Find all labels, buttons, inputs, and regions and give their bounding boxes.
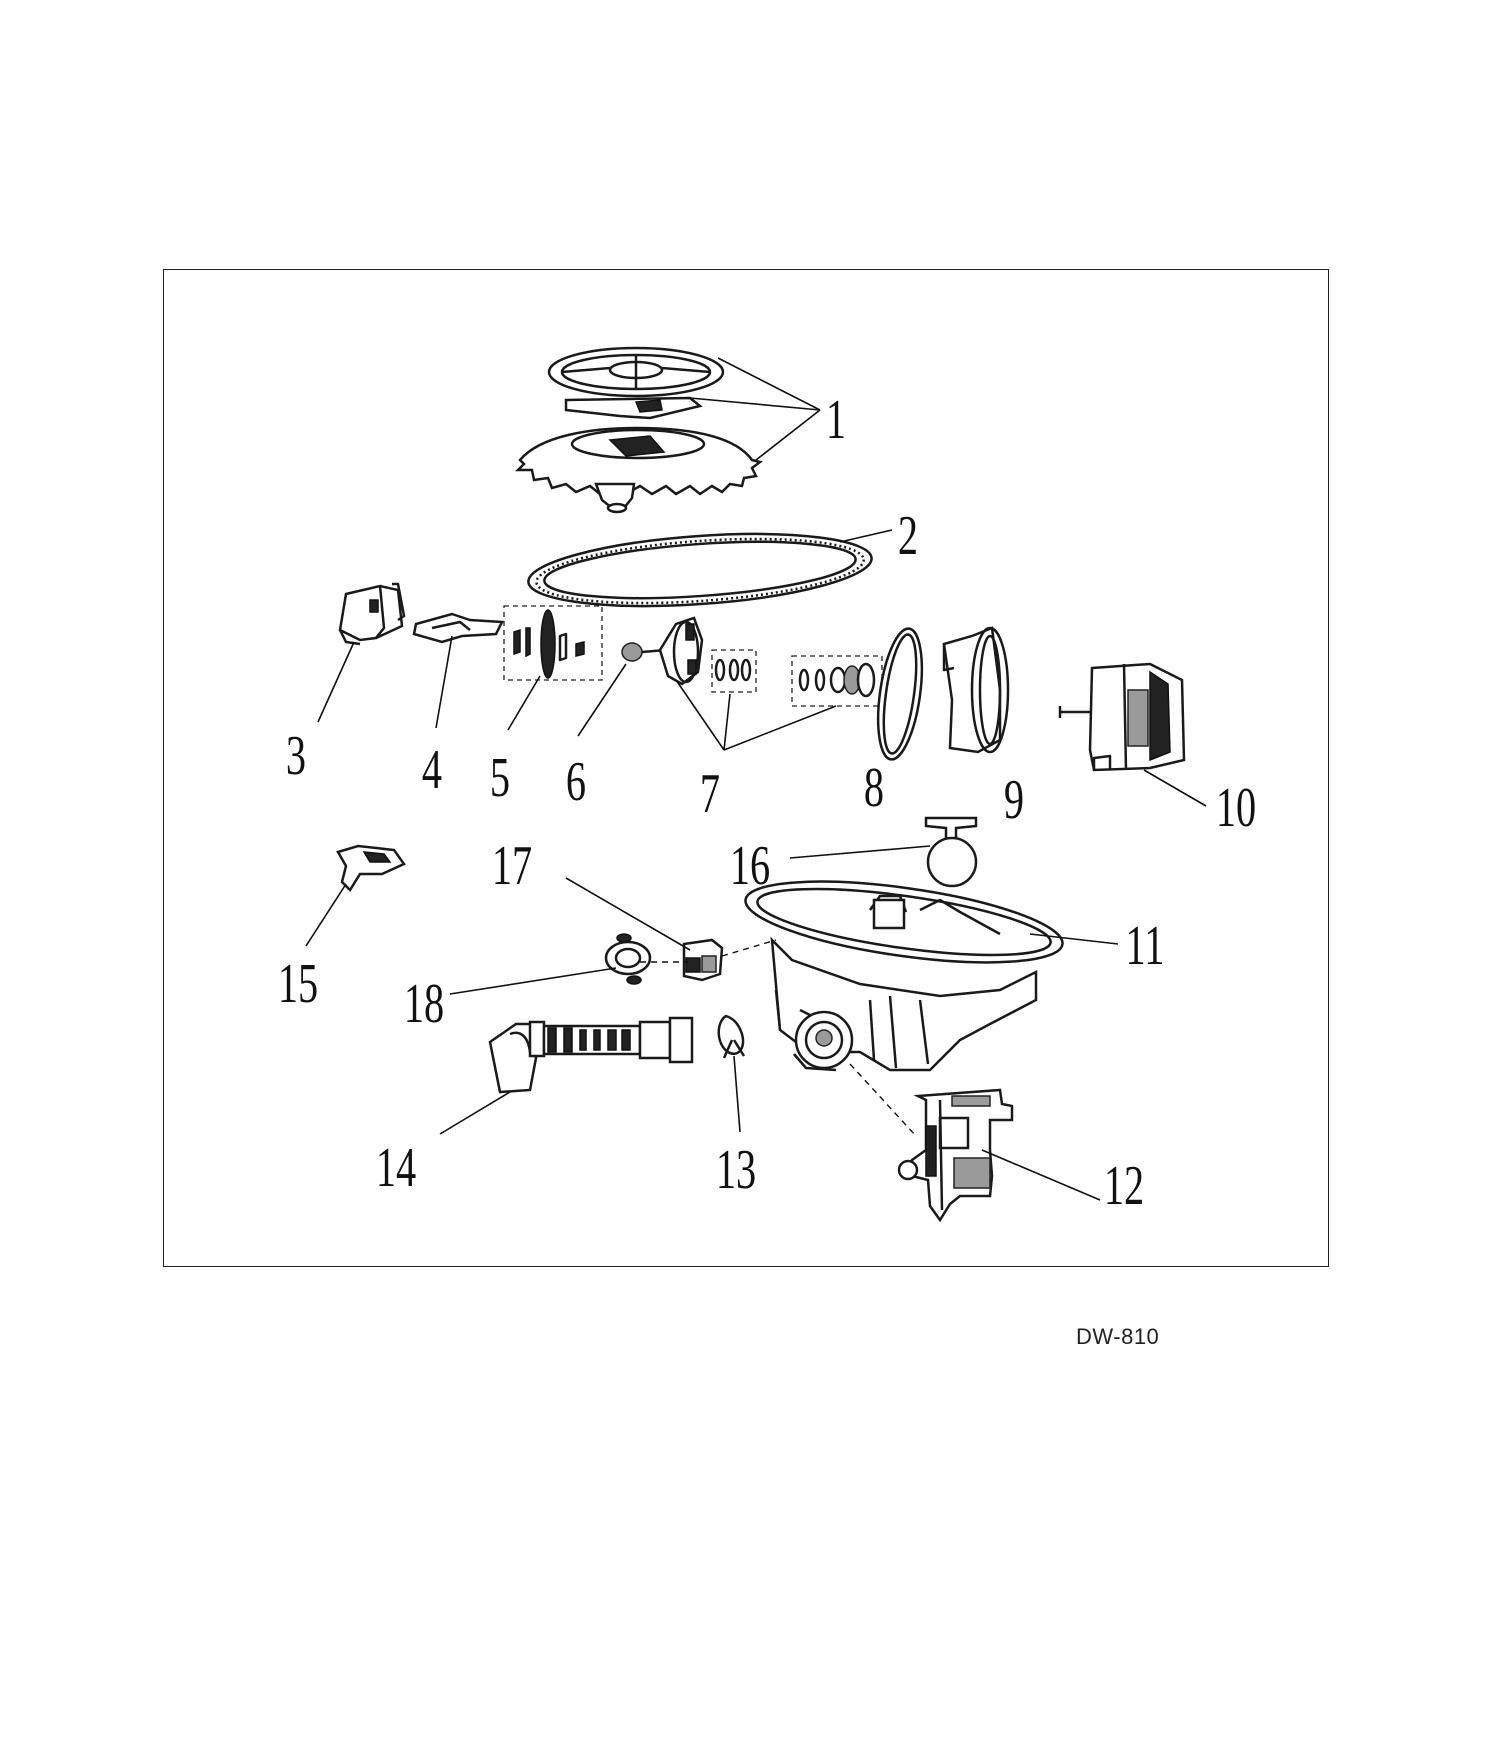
leader-2 <box>839 529 893 543</box>
part-17-connector <box>682 938 724 982</box>
part-12-drain-pump <box>897 1088 1014 1223</box>
callout-17: 17 <box>492 835 532 897</box>
callout-18: 18 <box>404 973 444 1035</box>
callout-13: 13 <box>716 1139 756 1201</box>
part-15-latch <box>336 844 406 892</box>
part-16-float <box>924 816 978 888</box>
leader-7 <box>675 679 837 751</box>
leader-15 <box>305 883 347 947</box>
part-2-sump-gasket <box>527 532 873 608</box>
model-code: DW-810 <box>1076 1324 1160 1349</box>
callout-10: 10 <box>1216 777 1256 839</box>
leader-11 <box>1029 933 1119 945</box>
leader-14 <box>439 1091 511 1135</box>
part-7-diverter-disc <box>658 616 883 707</box>
diagram-frame <box>163 269 1329 1267</box>
callout-8: 8 <box>864 757 884 819</box>
part-3-diverter-housing <box>338 582 406 646</box>
part-10-wash-motor <box>1058 662 1186 772</box>
part-4-lever <box>412 612 504 644</box>
dash-pump-to-sump <box>849 1063 917 1137</box>
callout-14: 14 <box>376 1137 416 1199</box>
part-9-motor-adaptor <box>942 626 1010 754</box>
part-14-drain-hose <box>488 1016 694 1094</box>
leader-17 <box>565 877 691 951</box>
callout-11: 11 <box>1126 915 1165 977</box>
part-18-clip <box>604 933 652 985</box>
leader-5 <box>507 675 541 731</box>
leader-10 <box>1143 769 1207 807</box>
leader-16 <box>789 845 931 859</box>
callout-1: 1 <box>826 389 846 451</box>
part-1-filter-assembly <box>514 346 763 514</box>
callout-2: 2 <box>898 505 918 567</box>
callout-15: 15 <box>278 953 318 1015</box>
leader-4 <box>435 635 453 729</box>
leader-13 <box>733 1055 741 1133</box>
callout-5: 5 <box>490 747 510 809</box>
callout-3: 3 <box>286 725 306 787</box>
dash-17-to-11 <box>721 939 777 957</box>
leader-18 <box>449 967 617 995</box>
leader-6 <box>577 663 627 737</box>
callout-numbers: 1 2 3 4 5 6 7 8 9 10 11 12 13 14 15 16 1… <box>278 389 1256 1217</box>
callout-9: 9 <box>1004 769 1024 831</box>
part-5-gear-set <box>503 605 603 681</box>
callout-16: 16 <box>730 835 770 897</box>
leader-lines <box>305 357 1207 1201</box>
callout-4: 4 <box>422 739 442 801</box>
leader-12 <box>981 1149 1101 1201</box>
leader-1 <box>689 357 821 461</box>
callout-7: 7 <box>700 763 720 825</box>
part-8-o-ring <box>876 627 924 761</box>
callout-12: 12 <box>1104 1155 1144 1217</box>
callout-6: 6 <box>566 751 586 813</box>
part-11-sump-housing <box>744 880 1064 1072</box>
part-13-hose-clamp <box>717 1014 746 1059</box>
leader-3 <box>317 641 355 723</box>
